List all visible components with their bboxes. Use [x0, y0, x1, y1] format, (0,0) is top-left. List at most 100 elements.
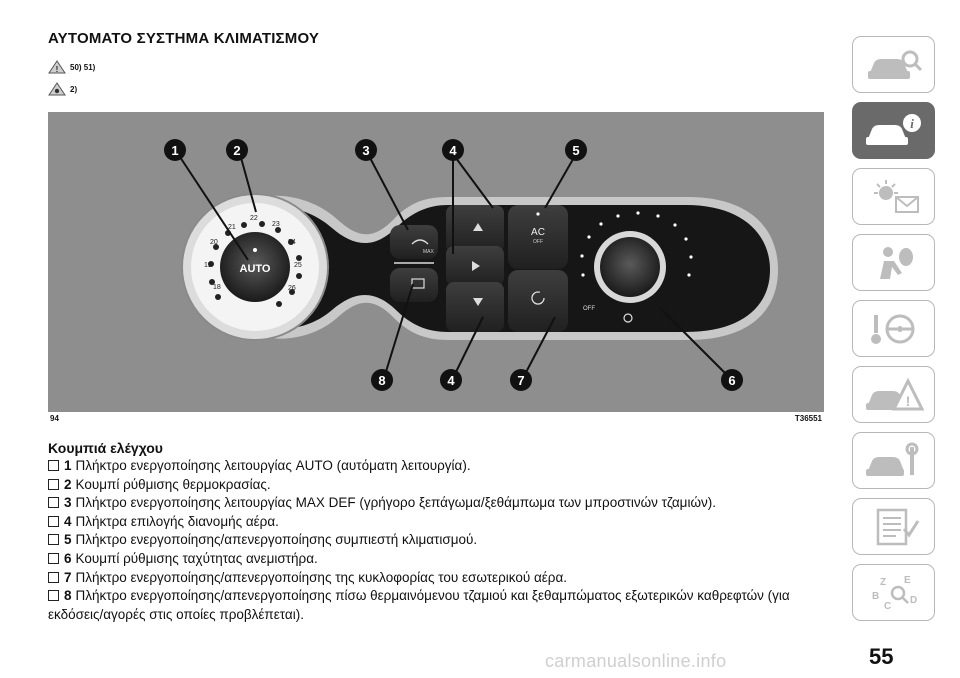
svg-text:!: ! — [905, 393, 910, 409]
auto-button[interactable] — [220, 232, 290, 302]
temp-label-22: 22 — [250, 215, 258, 222]
section-heading: Κουμπιά ελέγχου — [48, 440, 163, 456]
auto-button-label: AUTO — [240, 263, 271, 275]
checkbox-icon — [48, 571, 59, 583]
svg-text:!: ! — [56, 65, 59, 74]
temp-label-25: 25 — [294, 262, 302, 269]
item-text: Πλήκτρο ενεργοποίησης λειτουργίας MAX DE… — [75, 495, 716, 511]
item-number: 8 — [64, 588, 72, 604]
item-text: Κουμπί ρύθμισης θερμοκρασίας. — [75, 476, 271, 492]
data-sheet-icon — [876, 508, 919, 545]
fan-off-label: OFF — [583, 306, 595, 312]
tab-starting-driving[interactable] — [852, 300, 935, 357]
car-wrench-icon — [865, 442, 918, 476]
warning-refs: 50) 51) — [70, 62, 96, 72]
tab-index[interactable]: Z E B C D — [852, 564, 935, 621]
temp-label-24: 24 — [288, 239, 296, 246]
callout-badge-3 — [355, 139, 377, 161]
callout-label-2: 2 — [233, 143, 240, 158]
watermark: carmanualsonline.info — [545, 651, 727, 671]
climate-panel-illustration: AUTO 18 19 20 21 22 23 24 25 26 MAX — [48, 112, 824, 412]
callout-label-3: 3 — [362, 143, 369, 158]
tab-car-search[interactable] — [852, 36, 935, 93]
callout-badge-6 — [721, 369, 743, 391]
callout-badge-5 — [565, 139, 587, 161]
fan-speed-dots — [580, 211, 693, 277]
item-text: Κουμπί ρύθμισης ταχύτητας ανεμιστήρα. — [75, 550, 318, 566]
tab-emergency[interactable]: ! — [852, 366, 935, 423]
chapter-tabs: i ! — [852, 36, 935, 630]
temp-label-19: 19 — [204, 262, 212, 269]
item-number: 7 — [64, 569, 72, 585]
max-def-label: MAX — [423, 249, 435, 255]
checkbox-icon — [48, 460, 59, 471]
item-text: Πλήκτρα επιλογής διανομής αέρα. — [75, 513, 279, 529]
tab-car-info[interactable]: i — [852, 102, 935, 159]
tab-technical-data[interactable] — [852, 498, 935, 555]
arrow-right-icon — [472, 261, 480, 271]
item-number: 2 — [64, 476, 72, 492]
item-number: 1 — [64, 458, 72, 473]
checkbox-icon — [48, 478, 59, 490]
callout-badge-1 — [164, 139, 186, 161]
caution-refs: 2) — [70, 84, 78, 94]
item-number: 6 — [64, 550, 72, 566]
callout-badge-2 — [226, 139, 248, 161]
ac-button[interactable] — [508, 205, 568, 269]
callout-badge-8 — [371, 369, 393, 391]
auto-led — [253, 248, 257, 252]
callout-badge-7 — [510, 369, 532, 391]
callout-label-1: 1 — [171, 143, 178, 158]
item-text: Πλήκτρο ενεργοποίησης λειτουργίας AUTO (… — [75, 458, 471, 473]
callout-badges — [164, 139, 743, 391]
temperature-ticks — [208, 221, 302, 307]
car-warning-triangle-icon: ! — [865, 377, 924, 410]
dashboard-lights-message-icon — [873, 179, 919, 213]
callout-badge-4-top — [442, 139, 464, 161]
tab-safety[interactable] — [852, 234, 935, 291]
tab-maintenance[interactable] — [852, 432, 935, 489]
item-text: Πλήκτρο ενεργοποίησης/απενεργοποίησης πί… — [48, 588, 790, 622]
callout-label-5: 5 — [572, 143, 579, 158]
callout-label-4-bottom: 4 — [447, 373, 455, 388]
climate-control-figure: AUTO 18 19 20 21 22 23 24 25 26 MAX — [48, 112, 824, 412]
figure-ref-code: T36551 — [794, 414, 822, 423]
temp-label-20: 20 — [210, 239, 218, 246]
car-info-icon: i — [865, 113, 921, 145]
rear-defrost-icon — [411, 278, 425, 289]
tab-dashboard-lights[interactable] — [852, 168, 935, 225]
alphabet-index-icon: Z E B C D — [872, 575, 917, 612]
item-text: Πλήκτρο ενεργοποίησης/απενεργοποίησης τη… — [75, 569, 568, 585]
rear-defrost-button[interactable] — [390, 268, 438, 302]
item-number: 5 — [64, 532, 72, 548]
air-direction-down-button[interactable] — [446, 282, 504, 332]
checkbox-icon — [48, 590, 59, 602]
item-number: 4 — [64, 513, 72, 529]
fan-icon — [623, 313, 633, 323]
callout-label-4-top: 4 — [449, 143, 457, 158]
callout-label-7: 7 — [517, 373, 524, 388]
temp-label-18: 18 — [213, 284, 221, 291]
warning-triangle-icon: ! — [48, 60, 66, 74]
max-def-icon — [411, 239, 429, 245]
recirculation-icon — [531, 291, 545, 305]
item-text: Πλήκτρο ενεργοποίησης/απενεργοποίησης συ… — [75, 532, 478, 548]
temp-label-26: 26 — [288, 285, 296, 292]
fan-speed-knob[interactable] — [600, 237, 660, 297]
svg-text:D: D — [910, 595, 917, 606]
car-search-icon — [867, 50, 922, 79]
svg-text:C: C — [884, 601, 891, 612]
recirculation-button[interactable] — [508, 270, 568, 332]
checkbox-icon — [48, 515, 59, 527]
page-title: ΑΥΤΟΜΑΤΟ ΣΥΣΤΗΜΑ ΚΛΙΜΑΤΙΣΜΟΥ — [48, 30, 320, 47]
ac-off-label: OFF — [533, 239, 543, 245]
steering-key-icon — [870, 314, 914, 344]
